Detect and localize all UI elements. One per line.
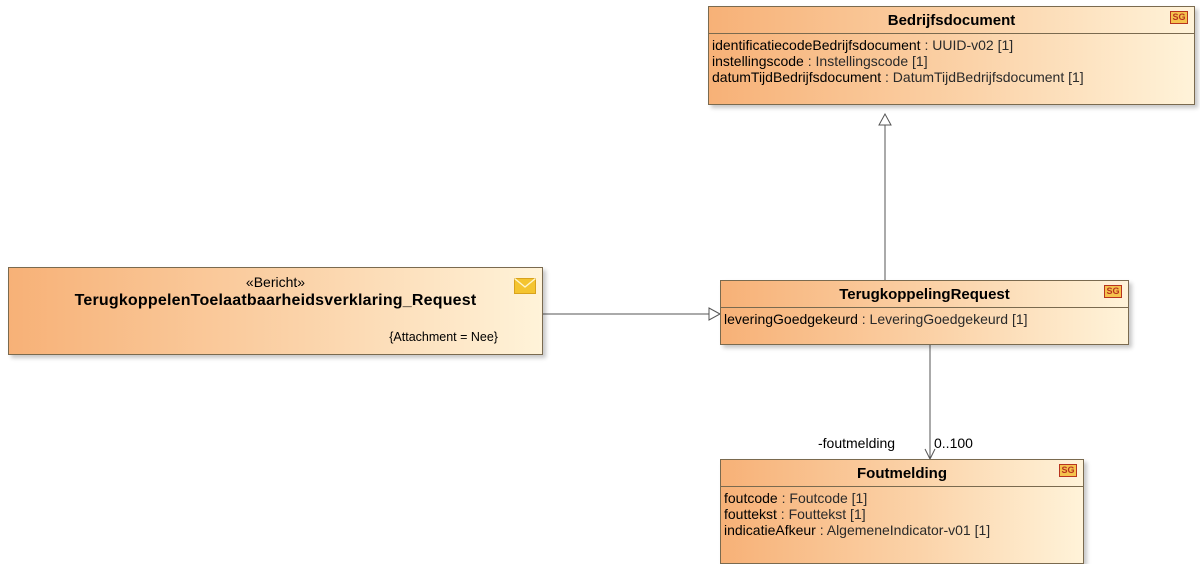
attribute-compartment: identificatiecodeBedrijfsdocument : UUID… <box>709 33 1194 88</box>
sg-badge-icon: SG <box>1104 285 1122 298</box>
class-header: Foutmelding SG <box>721 460 1083 486</box>
class-header: TerugkoppelingRequest SG <box>721 281 1128 307</box>
class-name: Foutmelding <box>857 465 947 482</box>
class-name: TerugkoppelingRequest <box>839 286 1010 303</box>
attribute-type: : Instellingscode [1] <box>803 53 928 69</box>
attribute-name: foutcode <box>724 490 778 506</box>
attribute-row[interactable]: datumTijdBedrijfsdocument : DatumTijdBed… <box>712 69 1191 85</box>
class-bericht[interactable]: «Bericht» TerugkoppelenToelaatbaarheidsv… <box>8 267 543 355</box>
attribute-row[interactable]: fouttekst : Fouttekst [1] <box>724 506 1080 522</box>
tagged-value: {Attachment = Nee} <box>389 330 498 344</box>
attribute-type: : LeveringGoedgekeurd [1] <box>857 311 1028 327</box>
attribute-compartment: foutcode : Foutcode [1] fouttekst : Fout… <box>721 486 1083 541</box>
class-name: TerugkoppelenToelaatbaarheidsverklaring_… <box>74 292 477 309</box>
generalization-arrowhead-bedrijfsdocument <box>878 112 892 126</box>
attribute-row[interactable]: instellingscode : Instellingscode [1] <box>712 53 1191 69</box>
attribute-row[interactable]: foutcode : Foutcode [1] <box>724 490 1080 506</box>
attribute-name: leveringGoedgekeurd <box>724 311 858 327</box>
class-foutmelding[interactable]: Foutmelding SG foutcode : Foutcode [1] f… <box>720 459 1084 564</box>
attribute-name: indicatieAfkeur <box>724 522 816 538</box>
attribute-name: fouttekst <box>724 506 777 522</box>
sg-badge-icon: SG <box>1059 464 1077 477</box>
association-role-label: -foutmelding <box>818 435 896 451</box>
class-terugkoppelingrequest[interactable]: TerugkoppelingRequest SG leveringGoedgek… <box>720 280 1129 345</box>
class-name: Bedrijfsdocument <box>887 12 1016 29</box>
attribute-type: : DatumTijdBedrijfsdocument [1] <box>881 69 1084 85</box>
attribute-type: : AlgemeneIndicator-v01 [1] <box>815 522 991 538</box>
sg-badge-icon: SG <box>1170 11 1188 24</box>
attribute-row[interactable]: indicatieAfkeur : AlgemeneIndicator-v01 … <box>724 522 1080 538</box>
stereotype-label: «Bericht» <box>245 274 306 290</box>
class-header: Bedrijfsdocument SG <box>709 7 1194 33</box>
attribute-type: : UUID-v02 [1] <box>920 37 1014 53</box>
attribute-type: : Fouttekst [1] <box>776 506 866 522</box>
attribute-row[interactable]: identificatiecodeBedrijfsdocument : UUID… <box>712 37 1191 53</box>
attribute-type: : Foutcode [1] <box>777 490 868 506</box>
class-bedrijfsdocument[interactable]: Bedrijfsdocument SG identificatiecodeBed… <box>708 6 1195 105</box>
association-multiplicity-label: 0..100 <box>934 435 973 451</box>
attribute-row[interactable]: leveringGoedgekeurd : LeveringGoedgekeur… <box>724 311 1125 327</box>
attribute-name: instellingscode <box>712 53 804 69</box>
attribute-name: datumTijdBedrijfsdocument <box>712 69 882 85</box>
envelope-icon <box>514 278 536 294</box>
attribute-compartment: leveringGoedgekeurd : LeveringGoedgekeur… <box>721 307 1128 330</box>
generalization-arrowhead-terugkoppeling <box>708 307 722 321</box>
attribute-name: identificatiecodeBedrijfsdocument <box>712 37 921 53</box>
